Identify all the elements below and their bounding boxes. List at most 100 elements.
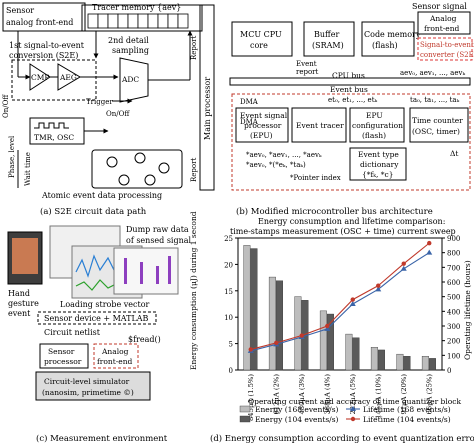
- y2-tick-label: 800: [447, 250, 460, 258]
- chart-subtitle: time-stamps measurement (OSC + time) cur…: [230, 227, 456, 236]
- mcu-label-2: core: [250, 41, 268, 50]
- legend-label: Lifetime (104 events/s): [363, 415, 451, 424]
- energy-bar: [319, 310, 327, 371]
- x-tick-label: 145μA (10%): [374, 374, 382, 419]
- y2-tick-label: 300: [447, 323, 460, 331]
- dma-label-2: DMA: [240, 118, 259, 126]
- analog-fe-label-2: front-end: [424, 24, 460, 33]
- s2e-title-2: conversion (S2E): [9, 51, 78, 60]
- caption-a: (a) S2E circuit data path: [40, 206, 147, 217]
- onoff-label-1: On/Off: [106, 110, 130, 118]
- sensor-label: Sensor: [6, 6, 34, 15]
- report-top-label: Report: [190, 36, 198, 60]
- s2e-box: [417, 37, 473, 61]
- event-subsystem-dashed-box: [231, 93, 471, 191]
- tracer-memory-cells: [87, 13, 189, 29]
- buffer-label-2: (SRAM): [312, 41, 344, 50]
- epu-label-2: processor: [244, 121, 282, 130]
- fsm-box: [91, 149, 183, 189]
- chart-y-label: Energy consumption (μJ) during 1 second: [189, 211, 198, 370]
- y-tick-label: 0: [229, 367, 233, 375]
- lifetime-point: [427, 240, 432, 246]
- ta-sequence: ta₀, ta₁, ..., taₖ: [410, 96, 460, 104]
- tracer-memory-label: Tracer memory {aev}: [92, 3, 181, 12]
- loading-label: Loading strobe vector: [60, 300, 150, 309]
- lifetime-point: [248, 347, 253, 352]
- sfread-label: $fread(): [128, 335, 161, 344]
- simulator-box: [35, 371, 151, 401]
- simulator-label-1: Circuit-level simulator: [44, 377, 130, 386]
- y-tick-label: 25: [224, 235, 233, 243]
- buffer-box: [303, 21, 355, 57]
- second-detail-2: sampling: [112, 46, 149, 55]
- y-tick-label: 10: [224, 314, 233, 322]
- netlist-label: Circuit netlist: [44, 328, 101, 337]
- report-bottom-label: Report: [190, 158, 198, 182]
- aev-pointer-list: *aev₀, *aev₁, ..., *aevₖ: [246, 151, 322, 159]
- y2-tick-label: 200: [447, 338, 460, 346]
- y2-tick-label: 500: [447, 294, 460, 302]
- y2-tick-label: 600: [447, 279, 460, 287]
- tmr-osc-label: TMR, OSC: [34, 133, 74, 142]
- legend-label: Lifetime (168 events/s): [363, 405, 451, 414]
- chart-legend: Energy (168 events/s)Energy (104 events/…: [239, 405, 451, 424]
- scope-bars: [124, 256, 171, 284]
- epu-config-label-1: EPU: [366, 111, 383, 120]
- epu-label-1: Event signal: [240, 111, 288, 120]
- code-memory-label-1: Code memory: [364, 30, 421, 39]
- x-tick-label: 66μA (25%): [425, 374, 433, 415]
- analog-fe-label-1: Analog: [429, 14, 457, 23]
- cmp-label: CMP: [31, 73, 49, 82]
- cpu-bus-label: CPU bus: [332, 71, 365, 80]
- energy-bar: [268, 276, 276, 371]
- trigger-label: Trigger: [86, 98, 113, 106]
- energy-bar: [370, 347, 378, 371]
- y2-tick-label: 900: [447, 235, 460, 243]
- lifetime-point: [349, 301, 356, 306]
- time-counter-box: [409, 107, 469, 143]
- sensor-afe-box: [2, 2, 86, 32]
- code-memory-box: [361, 21, 415, 57]
- epu-config-label-3: (flash): [362, 131, 386, 140]
- lifetime-line: [250, 252, 430, 352]
- legend-swatch: [239, 415, 251, 423]
- lifetime-point: [299, 333, 304, 338]
- s2e-dashed-box: [11, 59, 97, 101]
- main-processor-label: Main processor: [203, 77, 212, 140]
- chart-y2-label: Operating lifetime (hours): [463, 260, 472, 360]
- x-tick-label: 222μA (5%): [349, 374, 357, 415]
- pointer-index-label: *Pointer index: [290, 174, 341, 182]
- epu-box: [235, 107, 289, 143]
- energy-bar: [421, 356, 429, 371]
- aev-sequence: aev₀, aev₁, ..., aevₖ: [400, 69, 465, 77]
- et-sequence: et₀, et₁, ..., etₖ: [328, 96, 378, 104]
- epu-config-box: [349, 107, 405, 143]
- energy-bar: [276, 280, 283, 371]
- lifetime-point: [401, 261, 406, 266]
- cpu-bus-bar: [229, 77, 471, 86]
- y2-tick-label: 100: [447, 352, 460, 360]
- simulator-label-2: (nanosim, primetime ©): [42, 388, 134, 397]
- y-tick-label: 15: [224, 288, 233, 296]
- adc-label: ADC: [121, 75, 139, 84]
- s2e-label-1: Signal-to-event: [420, 41, 474, 49]
- lifetime-point: [426, 249, 433, 255]
- legend-marker: [350, 406, 356, 411]
- fsm-state-nodes: [106, 152, 170, 186]
- lifetime-point: [324, 325, 331, 331]
- energy-bar: [345, 333, 353, 371]
- energy-bar: [378, 349, 385, 371]
- energy-bar: [294, 296, 302, 371]
- s2e-title-1: 1st signal-to-event: [9, 41, 85, 50]
- event-dictionary-box: [349, 147, 407, 181]
- phone-screen: [12, 238, 38, 274]
- s2e-label-2: converter (S2E): [420, 51, 474, 59]
- mcu-label-1: MCU CPU: [240, 30, 282, 39]
- report-label: report: [296, 68, 319, 76]
- delta-t-label: Δt: [450, 149, 458, 158]
- legend-label: Energy (104 events/s): [255, 415, 339, 424]
- analog-fe-dashed-box: [93, 343, 139, 369]
- plot-frame: [237, 237, 443, 371]
- chart-x-label: Operating current and accuracy of time q…: [248, 397, 461, 406]
- dump-label-1: Dump raw data: [126, 225, 189, 234]
